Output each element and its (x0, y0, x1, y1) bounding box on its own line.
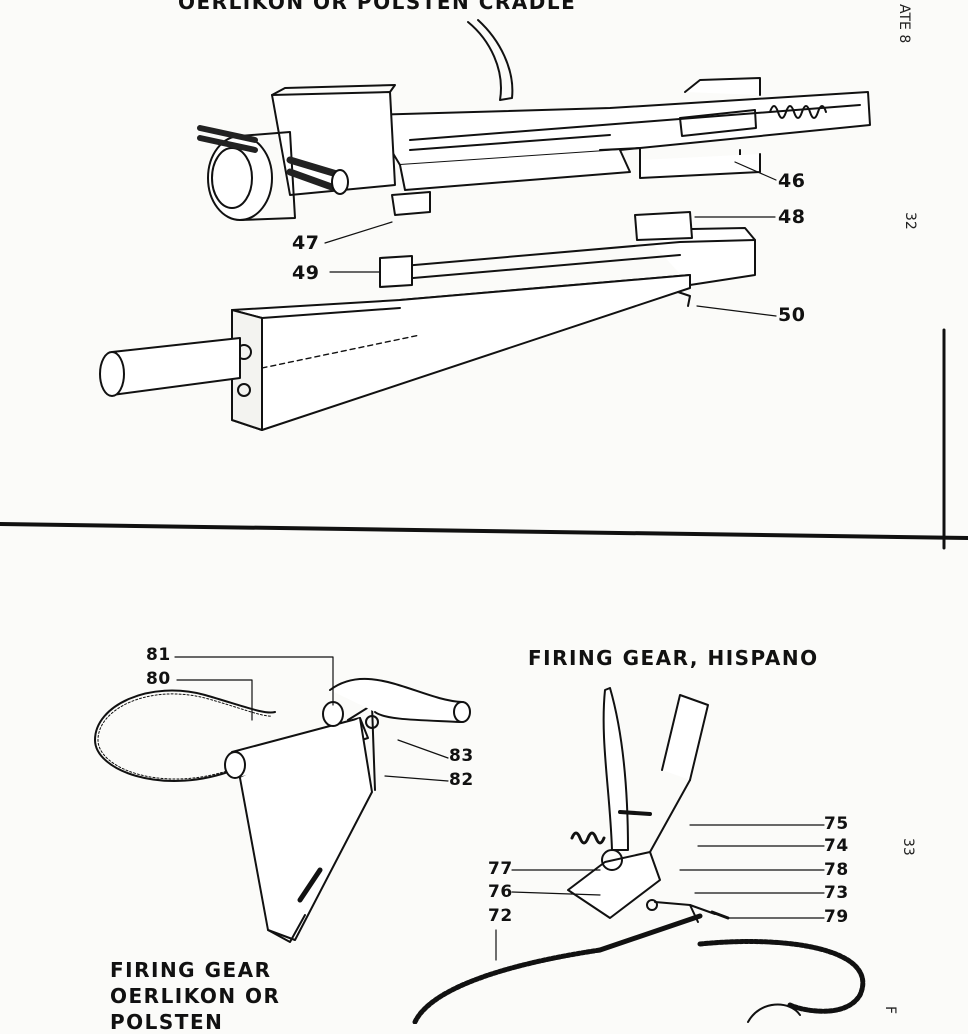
oerlikon-title-line1: FIRING GEAR (110, 958, 272, 982)
callout-82: 82 (449, 770, 474, 790)
hispano-firing-gear-drawing (412, 687, 866, 1024)
callout-80: 80 (146, 669, 171, 689)
page-divider (0, 522, 968, 540)
callout-75: 75 (824, 814, 849, 834)
oerlikon-firing-gear-drawing (94, 678, 471, 943)
callout-72: 72 (488, 906, 513, 926)
cradle-drawing (99, 211, 756, 431)
callout-77: 77 (488, 859, 513, 879)
callout-78: 78 (824, 860, 849, 880)
callout-74: 74 (824, 836, 849, 856)
plate-label: ATE 8 (896, 4, 912, 44)
callout-50: 50 (778, 304, 806, 326)
callout-79: 79 (824, 907, 849, 927)
hispano-title: FIRING GEAR, HISPANO (528, 646, 819, 670)
cradle-title: OERLIKON OR POLSTEN CRADLE (178, 0, 577, 14)
oerlikon-title-line2: OERLIKON OR (110, 984, 281, 1008)
callout-48: 48 (778, 206, 806, 228)
cannon-receiver-drawing (197, 19, 871, 221)
callout-47: 47 (292, 232, 320, 254)
leader-lines (174, 161, 825, 961)
callout-83: 83 (449, 746, 474, 766)
page-number-bottom: 33 (900, 838, 916, 856)
callout-81: 81 (146, 645, 171, 665)
page-number-top: 32 (902, 212, 918, 230)
callout-76: 76 (488, 882, 513, 902)
callout-46: 46 (778, 170, 806, 192)
oerlikon-title-line3: POLSTEN (110, 1010, 224, 1034)
callout-73: 73 (824, 883, 849, 903)
edge-letter: F (882, 1006, 898, 1015)
callout-49: 49 (292, 262, 320, 284)
